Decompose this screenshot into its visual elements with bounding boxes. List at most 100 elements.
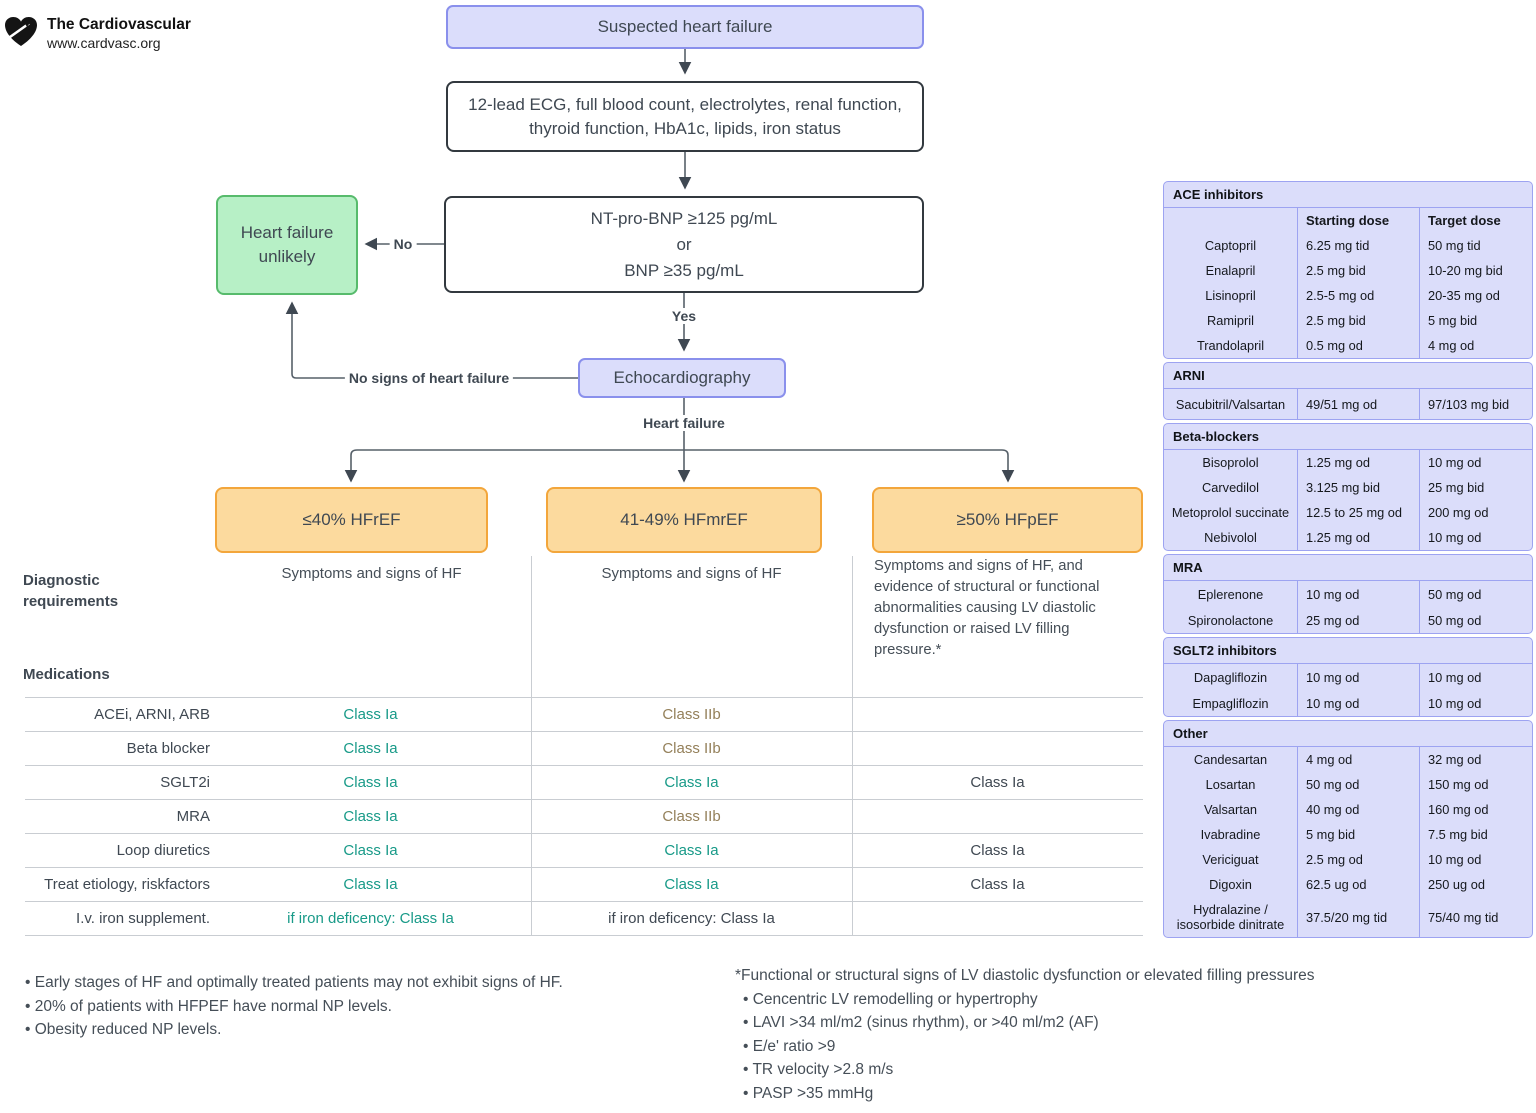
target-dose: 75/40 mg tid	[1419, 897, 1532, 937]
starting-dose: 10 mg od	[1297, 581, 1419, 607]
med-cell-hfref: Class Ia	[343, 706, 398, 723]
target-dose: 10-20 mg bid	[1419, 258, 1532, 283]
drug-name: Eplerenone	[1197, 586, 1264, 602]
dose-section-other: Other Candesartan 4 mg od 32 mg od Losar…	[1163, 720, 1533, 938]
starting-dose: 2.5 mg bid	[1297, 308, 1419, 333]
target-dose: 10 mg od	[1419, 664, 1532, 690]
starting-dose: 1.25 mg od	[1297, 525, 1419, 550]
drug-name: Lisinopril	[1205, 288, 1256, 303]
med-cell-hfref: Class Ia	[343, 774, 398, 791]
med-row-loop-diuretics: Loop diuretics Class Ia Class Ia Class I…	[25, 833, 1143, 867]
diagnostic-requirements-heading: Diagnostic requirements	[23, 572, 119, 610]
med-cell-hfref: Class Ia	[343, 808, 398, 825]
starting-dose: 2.5 mg bid	[1297, 258, 1419, 283]
starting-dose: 62.5 ug od	[1297, 872, 1419, 897]
node-hfmref-label: 41-49% HFmrEF	[620, 510, 748, 529]
node-suspected-heart-failure: Suspected heart failure	[446, 5, 924, 49]
node-initial-tests-label: 12-lead ECG, full blood count, electroly…	[468, 94, 902, 138]
med-row-acei: ACEi, ARNI, ARB Class Ia Class IIb	[25, 697, 1143, 731]
site-logo: The Cardiovascular www.cardvasc.org	[4, 16, 191, 51]
target-dose: 5 mg bid	[1419, 308, 1532, 333]
note-line: • Early stages of HF and optimally treat…	[25, 974, 563, 991]
drug-name: Ivabradine	[1200, 827, 1261, 842]
med-cell-hfmref: Class Ia	[664, 876, 719, 893]
target-dose: 250 ug od	[1419, 872, 1532, 897]
target-dose: 7.5 mg bid	[1419, 822, 1532, 847]
med-row-sglt2i: SGLT2i Class Ia Class Ia Class Ia	[25, 765, 1143, 799]
target-dose: 4 mg od	[1419, 333, 1532, 358]
med-cell-hfmref: Class IIb	[662, 740, 721, 757]
starting-dose: 2.5-5 mg od	[1297, 283, 1419, 308]
drug-name: Captopril	[1204, 238, 1257, 253]
dose-section-arni: ARNI Sacubitril/Valsartan 49/51 mg od 97…	[1163, 362, 1533, 420]
target-dose: 160 mg od	[1419, 797, 1532, 822]
dose-table: ACE inhibitors Starting dose Target dose…	[1163, 181, 1533, 941]
drug-name: Candesartan	[1193, 752, 1268, 767]
note-line: • E/e' ratio >9	[743, 1037, 836, 1055]
target-dose: 10 mg od	[1419, 847, 1532, 872]
target-dose: 32 mg od	[1419, 747, 1532, 772]
edge-label-no: No	[389, 236, 417, 252]
med-cell-hfref: Class Ia	[343, 876, 398, 893]
medications-table-bottom-line	[25, 935, 1143, 936]
dose-col-header-starting: Starting dose	[1297, 208, 1419, 233]
starting-dose: 49/51 mg od	[1297, 389, 1419, 419]
starting-dose: 37.5/20 mg tid	[1297, 897, 1419, 937]
med-cell-hfpef: Class Ia	[970, 876, 1025, 893]
dose-cell-empty	[1164, 208, 1297, 233]
starting-dose: 4 mg od	[1297, 747, 1419, 772]
edge-label-no-signs: No signs of heart failure	[344, 370, 514, 386]
drug-name: Empagliflozin	[1192, 695, 1269, 711]
edge-label-heart-failure: Heart failure	[639, 415, 729, 431]
med-row-label: ACEi, ARNI, ARB	[94, 706, 210, 723]
drug-name: Dapagliflozin	[1193, 669, 1268, 685]
med-row-label: I.v. iron supplement.	[76, 910, 210, 927]
medications-heading: Medications	[23, 666, 110, 683]
drug-name: Bisoprolol	[1202, 455, 1259, 470]
starting-dose: 6.25 mg tid	[1297, 233, 1419, 258]
bnp-line-2: or	[676, 234, 692, 254]
med-cell-hfmref: Class IIb	[662, 706, 721, 723]
drug-name: Spironolactone	[1187, 612, 1274, 628]
med-row-treat-etiology: Treat etiology, riskfactors Class Ia Cla…	[25, 867, 1143, 901]
drug-name: Trandolapril	[1196, 338, 1265, 353]
node-echocardiography: Echocardiography	[578, 358, 786, 398]
starting-dose: 5 mg bid	[1297, 822, 1419, 847]
drug-name: Ramipril	[1207, 313, 1254, 328]
med-row-label: MRA	[176, 808, 210, 825]
med-row-iv-iron: I.v. iron supplement. if iron deficency:…	[25, 901, 1143, 935]
drug-name: Valsartan	[1203, 802, 1258, 817]
med-row-beta-blocker: Beta blocker Class Ia Class IIb	[25, 731, 1143, 765]
note-line: • PASP >35 mmHg	[743, 1084, 874, 1102]
node-initial-tests: 12-lead ECG, full blood count, electroly…	[446, 81, 924, 152]
starting-dose: 2.5 mg od	[1297, 847, 1419, 872]
med-row-label: Loop diuretics	[116, 842, 210, 859]
starting-dose: 50 mg od	[1297, 772, 1419, 797]
dose-section-sglt2-inhibitors: SGLT2 inhibitors Dapagliflozin 10 mg od …	[1163, 637, 1533, 717]
med-cell-hfmref: Class Ia	[664, 774, 719, 791]
note-line: • LAVI >34 ml/m2 (sinus rhythm), or >40 …	[743, 1014, 1099, 1031]
dose-col-header-target: Target dose	[1419, 208, 1532, 233]
dose-section-ace-inhibitors: ACE inhibitors Starting dose Target dose…	[1163, 181, 1533, 359]
target-dose: 20-35 mg od	[1419, 283, 1532, 308]
med-cell-hfpef: Class Ia	[970, 842, 1025, 859]
med-cell-hfmref: Class Ia	[664, 842, 719, 859]
starting-dose: 40 mg od	[1297, 797, 1419, 822]
node-hfmref: 41-49% HFmrEF	[546, 487, 822, 553]
diag-hfpef-text: Symptoms and signs of HF, and evidence o…	[874, 558, 1100, 658]
node-heart-failure-unlikely: Heart failure unlikely	[216, 195, 358, 295]
drug-name: Carvedilol	[1202, 480, 1259, 495]
med-row-mra: MRA Class Ia Class IIb	[25, 799, 1143, 833]
dose-section-mra: MRA Eplerenone 10 mg od 50 mg od Spirono…	[1163, 554, 1533, 634]
notes-left: • Early stages of HF and optimally treat…	[25, 971, 563, 1042]
med-cell-hfref: Class Ia	[343, 842, 398, 859]
med-row-label: SGLT2i	[160, 774, 210, 791]
target-dose: 50 mg tid	[1419, 233, 1532, 258]
starting-dose: 0.5 mg od	[1297, 333, 1419, 358]
target-dose: 10 mg od	[1419, 690, 1532, 716]
node-hfpef: ≥50% HFpEF	[872, 487, 1143, 553]
logo-title: The Cardiovascular	[47, 16, 191, 33]
target-dose: 50 mg od	[1419, 581, 1532, 607]
note-line: • 20% of patients with HFPEF have normal…	[25, 997, 392, 1015]
